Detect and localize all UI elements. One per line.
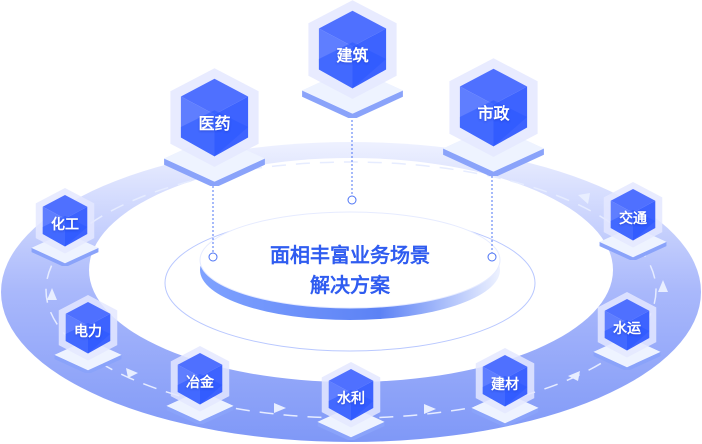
node-huagong[interactable]: 化工 [30, 188, 100, 266]
node-yiyao[interactable]: 医药 [162, 68, 267, 186]
connector-dot [208, 252, 218, 262]
node-jiancai[interactable]: 建材 [470, 348, 540, 426]
center-title-line2: 解决方案 [310, 273, 390, 297]
node-label: 水利 [337, 390, 365, 407]
node-label: 化工 [51, 216, 79, 233]
node-label: 建材 [491, 376, 519, 393]
node-label: 医药 [198, 114, 231, 134]
flow-arrows [47, 193, 668, 414]
connector-lines [212, 116, 493, 253]
node-yejin[interactable]: 冶金 [165, 346, 235, 424]
node-shuiyun[interactable]: 水运 [592, 292, 662, 370]
node-label: 市政 [477, 104, 510, 124]
node-label: 水运 [613, 320, 641, 337]
node-jianzhu[interactable]: 建筑 [300, 0, 405, 118]
center-title-line1: 面相丰富业务场景 [270, 243, 430, 267]
connector-dot [347, 195, 357, 205]
node-label: 电力 [74, 323, 102, 340]
platform-top [199, 211, 501, 309]
node-shuili[interactable]: 水利 [316, 362, 386, 440]
node-shizheng[interactable]: 市政 [441, 58, 546, 176]
node-jiaotong[interactable]: 交通 [598, 182, 668, 260]
node-label: 冶金 [186, 374, 214, 391]
node-label: 建筑 [336, 46, 369, 66]
node-label: 交通 [619, 210, 647, 227]
connector-dot [487, 252, 497, 262]
center-title: 面相丰富业务场景 解决方案 [200, 240, 500, 300]
node-dianli[interactable]: 电力 [53, 295, 123, 373]
flow-path [45, 161, 657, 419]
